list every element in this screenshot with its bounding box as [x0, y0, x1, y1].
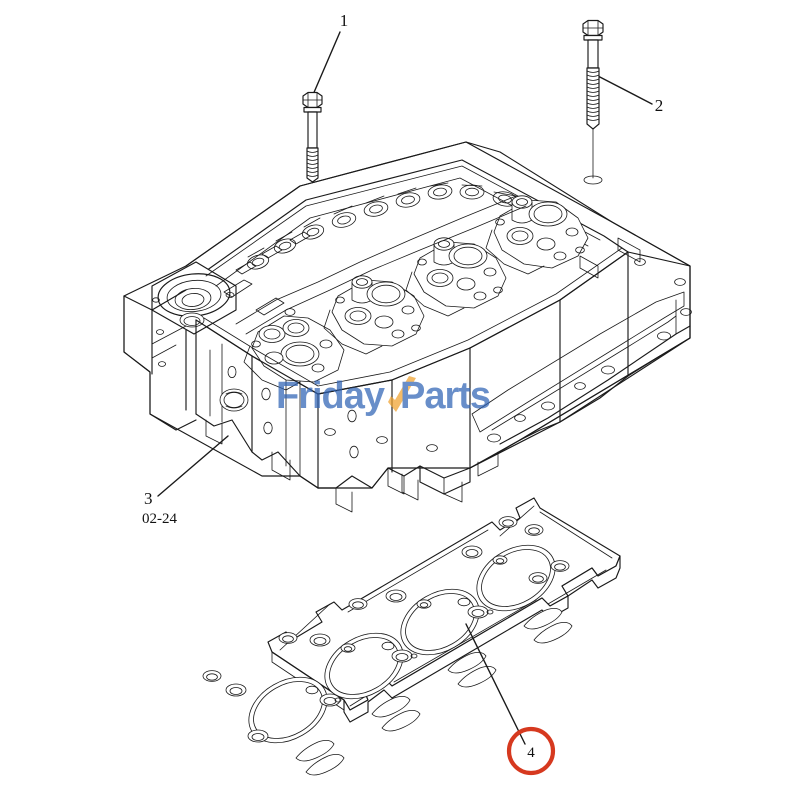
- head-lower-ribs: [324, 382, 586, 503]
- bolt-1-thread-lines: [306, 150, 319, 177]
- manifold-flange: [469, 237, 692, 469]
- head-top-ridge: [185, 141, 691, 267]
- gasket-bolt-holes: [202, 516, 570, 743]
- valve-deck-details: [195, 165, 629, 395]
- cylinder-bore-group-3: [413, 237, 507, 309]
- bolt-1-shank: [307, 111, 318, 149]
- bolt-2-target-hole: [583, 175, 603, 185]
- part-bolt-2: [582, 19, 653, 185]
- leader-line-3: [157, 435, 229, 497]
- callout-4-highlight-ring: [506, 726, 556, 776]
- callout-sublabel-3: 02-24: [142, 511, 177, 527]
- bolt-1-head-facets: [302, 92, 323, 108]
- leader-line-2: [595, 74, 653, 105]
- callout-label-4: 4: [527, 745, 535, 761]
- cylinder-bore-group-2: [331, 275, 425, 347]
- thermostat-housing-boss: [151, 261, 237, 335]
- bolt-1-flange: [303, 106, 322, 113]
- bolt-2-head-facets: [582, 20, 604, 36]
- cylinder-bore-group-4: [493, 195, 589, 269]
- bolt-2-thread-lines: [586, 70, 600, 121]
- bolt-2-flange: [583, 34, 603, 41]
- callout-label-2: 2: [655, 96, 664, 115]
- gasket-oil-slots: [295, 608, 573, 776]
- part-head-gasket: [202, 497, 621, 776]
- cylinder-bore-group-1: [251, 308, 345, 383]
- bolt-2-shank: [587, 39, 599, 69]
- part-bolt-1: [302, 31, 341, 233]
- part-cylinder-head: [123, 141, 692, 513]
- callout-labels: 1 2 3 02-24 4: [142, 11, 664, 776]
- leader-line-4: [465, 623, 526, 745]
- callout-label-3: 3: [144, 489, 153, 508]
- head-left-face: [123, 289, 197, 431]
- callout-label-1: 1: [340, 11, 349, 30]
